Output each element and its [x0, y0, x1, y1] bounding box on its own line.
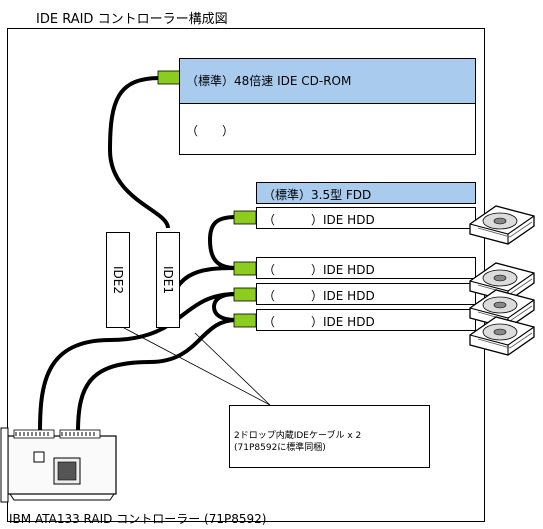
hdd-label: （ ）IDE HDD [263, 289, 375, 303]
card-chip-small [33, 451, 45, 463]
hdd-label: （ ）IDE HDD [263, 213, 375, 227]
card-label: IBM ATA133 RAID コントローラー (71P8592) [9, 512, 267, 526]
cable-note-line2: (71P8592に標準同梱) [234, 443, 326, 453]
ide-header [59, 429, 101, 439]
cdrom-label: （標準）48倍速 IDE CD-ROM [186, 74, 352, 88]
ide2-port: IDE2 [106, 232, 130, 328]
note-leader-line [194, 332, 271, 406]
ide2-cable [76, 318, 237, 433]
card-edge-connector [9, 493, 115, 501]
diagram-title: IDE RAID コントローラー構成図 [36, 12, 228, 27]
cable-note-line1: 2ドロップ内蔵IDEケーブル x 2 [234, 431, 362, 441]
ide1-cable [107, 76, 170, 229]
card-bracket [0, 427, 9, 503]
fdd-bay: （標準）3.5型 FDD [256, 182, 476, 204]
ide-header [13, 429, 55, 439]
cdrom-empty-label: （ ） [186, 124, 235, 138]
hdd-label: （ ）IDE HDD [263, 315, 375, 329]
cdrom-bay: （標準）48倍速 IDE CD-ROM （ ） [179, 58, 476, 155]
cdrom-bay-standard: （標準）48倍速 IDE CD-ROM [180, 59, 475, 104]
ide1-port: IDE1 [156, 232, 180, 328]
note-leader-line [108, 319, 271, 406]
hdd-label: （ ）IDE HDD [263, 263, 375, 277]
fdd-label: （標準）3.5型 FDD [263, 188, 372, 202]
ide1-cable [207, 215, 237, 270]
ide2-cable [211, 292, 237, 322]
hdd-bay-3: （ ）IDE HDD [256, 283, 476, 305]
hdd-bay-2: （ ）IDE HDD [256, 257, 476, 279]
hdd-bay-4: （ ）IDE HDD [256, 309, 476, 331]
ide2-cable [38, 292, 237, 433]
hdd-bay-1: （ ）IDE HDD [256, 207, 476, 229]
cable-note: 2ドロップ内蔵IDEケーブル x 2 (71P8592に標準同梱) [229, 405, 430, 468]
